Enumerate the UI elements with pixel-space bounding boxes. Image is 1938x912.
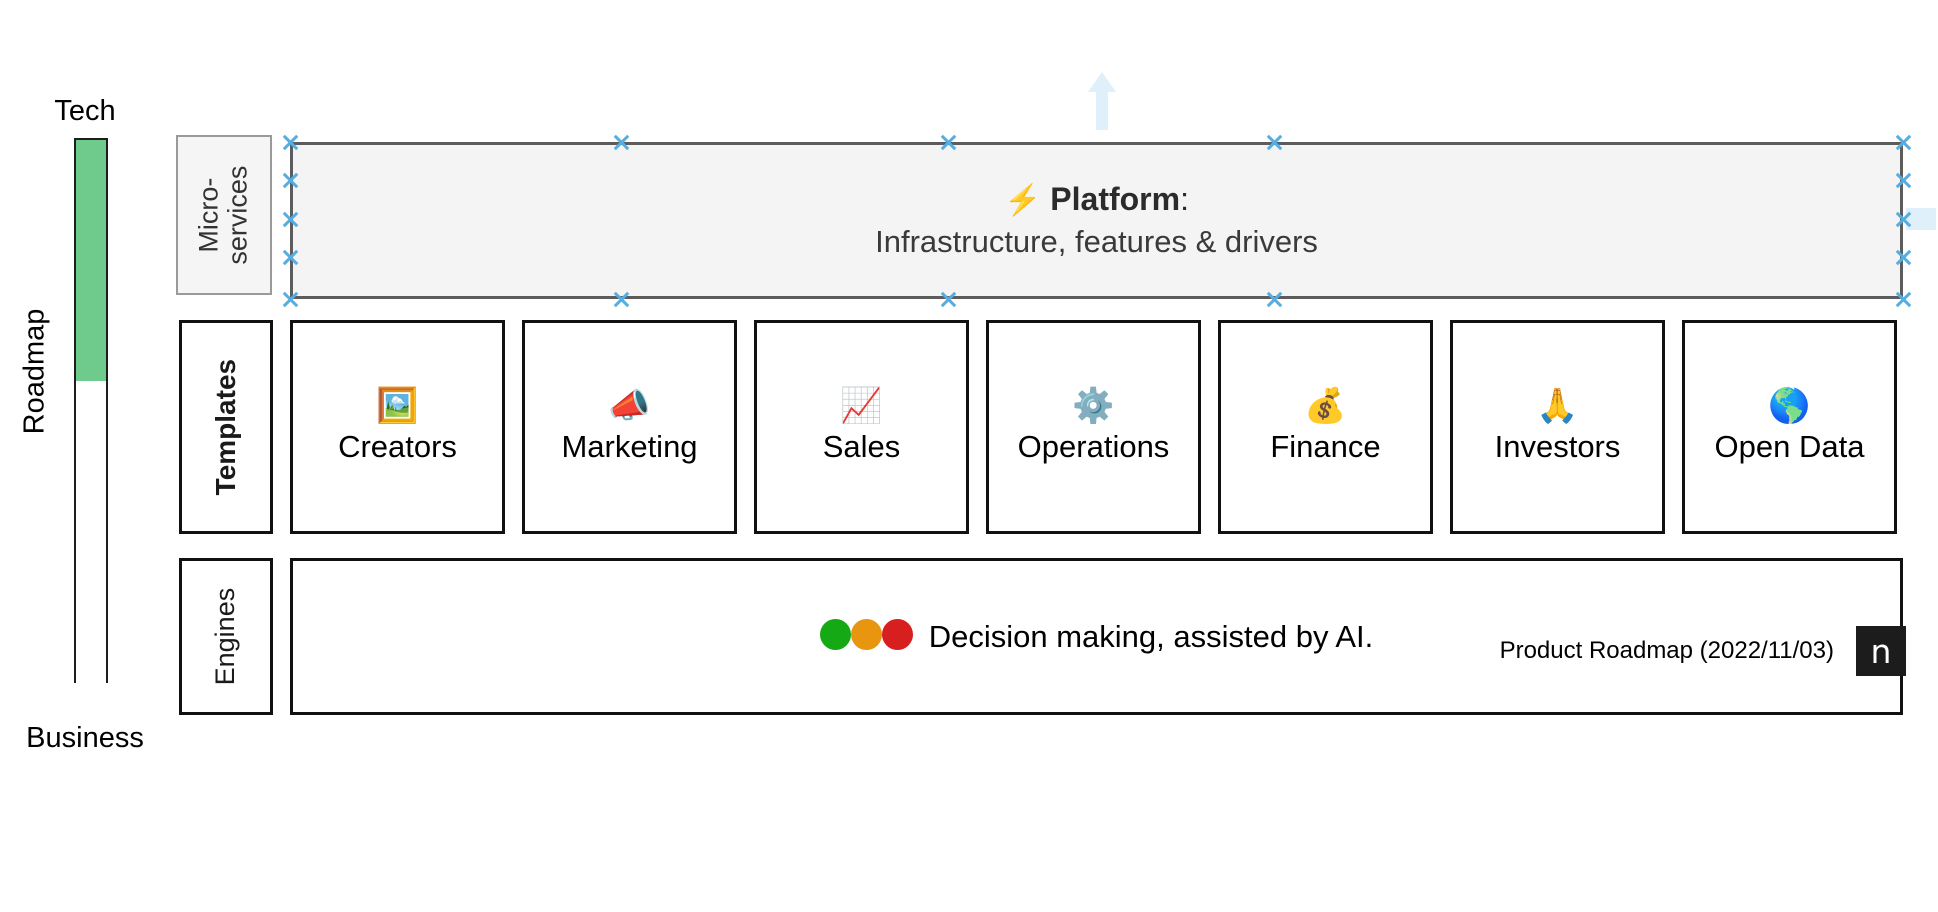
framed-picture-icon: 🖼️ xyxy=(376,387,419,425)
row-label-engines-text: Engines xyxy=(210,587,241,686)
traffic-light-dots xyxy=(819,618,913,655)
resize-handle[interactable] xyxy=(1894,133,1913,152)
template-card-creators[interactable]: 🖼️ Creators xyxy=(290,320,505,534)
resize-handle[interactable] xyxy=(612,290,631,309)
resize-handle[interactable] xyxy=(281,290,300,309)
template-card-investors[interactable]: 🙏 Investors xyxy=(1450,320,1665,534)
money-bag-icon: 💰 xyxy=(1304,387,1347,425)
platform-subtitle: Infrastructure, features & drivers xyxy=(875,224,1318,259)
resize-handle[interactable] xyxy=(281,171,300,190)
connect-arrow-up-icon[interactable] xyxy=(1088,72,1116,130)
megaphone-icon: 📣 xyxy=(608,387,651,425)
engines-content: Decision making, assisted by AI. xyxy=(819,618,1374,655)
resize-handle[interactable] xyxy=(1265,133,1284,152)
row-label-engines[interactable]: Engines xyxy=(179,558,273,715)
template-card-label: Sales xyxy=(822,429,901,464)
resize-handle[interactable] xyxy=(281,133,300,152)
gear-icon: ⚙️ xyxy=(1072,387,1115,425)
resize-handle[interactable] xyxy=(612,133,631,152)
chart-increasing-icon: 📈 xyxy=(840,387,883,425)
template-card-label: Marketing xyxy=(561,429,698,464)
roadmap-shaft-remainder xyxy=(74,381,108,683)
row-label-templates-text: Templates xyxy=(209,358,241,496)
status-dot-green xyxy=(819,618,851,650)
status-dot-red xyxy=(881,618,913,650)
template-card-label: Operations xyxy=(1017,429,1170,464)
lightning-bolt-icon: ⚡ xyxy=(1004,184,1042,217)
status-dot-orange xyxy=(850,618,882,650)
engines-text: Decision making, assisted by AI. xyxy=(928,618,1374,654)
axis-top-label: Tech xyxy=(54,95,116,127)
platform-title-suffix: : xyxy=(1180,181,1189,217)
resize-handle[interactable] xyxy=(1894,210,1913,229)
connect-arrow-right-icon[interactable] xyxy=(1906,208,1936,230)
engines-band[interactable]: Decision making, assisted by AI. xyxy=(290,558,1903,715)
template-card-label: Creators xyxy=(338,429,457,464)
microservices-line-1: Micro- xyxy=(193,177,224,253)
footer-caption: Product Roadmap (2022/11/03) xyxy=(1499,637,1834,664)
resize-handle[interactable] xyxy=(1894,290,1913,309)
row-label-microservices-text: Micro- services xyxy=(193,165,253,265)
template-card-open-data[interactable]: 🌎 Open Data xyxy=(1682,320,1897,534)
platform-banner[interactable]: ⚡ Platform: Infrastructure, features & d… xyxy=(290,142,1903,299)
brand-logo: n xyxy=(1856,626,1906,676)
resize-handle[interactable] xyxy=(281,248,300,267)
platform-title-text: Platform xyxy=(1050,181,1181,217)
template-card-label: Investors xyxy=(1494,429,1621,464)
template-card-sales[interactable]: 📈 Sales xyxy=(754,320,969,534)
folded-hands-icon: 🙏 xyxy=(1536,387,1579,425)
resize-handle[interactable] xyxy=(1894,171,1913,190)
resize-handle[interactable] xyxy=(1265,290,1284,309)
resize-handle[interactable] xyxy=(281,210,300,229)
axis-bottom-label: Business xyxy=(26,722,144,754)
microservices-line-2: services xyxy=(223,165,253,265)
resize-handle[interactable] xyxy=(939,290,958,309)
platform-title: ⚡ Platform: xyxy=(1004,181,1189,218)
row-label-templates[interactable]: Templates xyxy=(179,320,273,534)
template-card-operations[interactable]: ⚙️ Operations xyxy=(986,320,1201,534)
template-card-label: Finance xyxy=(1270,429,1381,464)
template-card-marketing[interactable]: 📣 Marketing xyxy=(522,320,737,534)
template-card-label: Open Data xyxy=(1714,429,1865,464)
template-card-finance[interactable]: 💰 Finance xyxy=(1218,320,1433,534)
resize-handle[interactable] xyxy=(939,133,958,152)
axis-side-label: Roadmap xyxy=(18,308,51,435)
footer: Product Roadmap (2022/11/03) n xyxy=(1500,626,1906,676)
roadmap-progress-fill xyxy=(74,138,108,381)
resize-handle[interactable] xyxy=(1894,248,1913,267)
roadmap-axis: Tech Business Roadmap xyxy=(0,0,190,790)
row-label-microservices[interactable]: Micro- services xyxy=(176,135,272,295)
globe-americas-icon: 🌎 xyxy=(1768,387,1811,425)
